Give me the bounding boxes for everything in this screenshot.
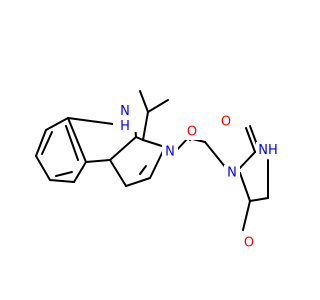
bond-line [55, 171, 73, 177]
bond-line [135, 136, 144, 141]
label-mask [162, 144, 178, 160]
bond-line [139, 90, 149, 113]
bond-layer [35, 90, 269, 231]
atom-n-ring: N [165, 145, 175, 160]
bond-line [125, 177, 151, 187]
label-mask [256, 142, 282, 158]
bond-line [245, 127, 256, 153]
label-mask [184, 124, 200, 140]
bond-line [65, 125, 79, 161]
atom-nh-indole-symbol: N [120, 104, 130, 119]
atom-o-imidazolidine-4: O [244, 236, 254, 251]
bond-line [35, 129, 47, 157]
bond-line [242, 200, 251, 231]
bond-line [249, 197, 269, 202]
bond-line [237, 151, 256, 171]
bond-line [73, 161, 87, 183]
label-mask [241, 235, 257, 251]
atom-nh-indole: N [120, 104, 130, 119]
atom-o-imidazolidine-2: O [221, 115, 231, 130]
bond-line [67, 117, 87, 163]
atom-o-amide: O [187, 125, 197, 140]
bond-line [35, 155, 51, 181]
bond-line [109, 136, 137, 161]
bond-line [139, 165, 147, 175]
molecule-structure: N H N O N O NH O [35, 90, 282, 251]
bond-line [49, 179, 75, 183]
bond-line [204, 141, 227, 169]
atom-nh-indole-hydrogen: H [120, 119, 130, 134]
bond-line [85, 159, 111, 163]
atom-n-imidazolidine-1: N [227, 166, 237, 181]
bond-line [239, 172, 251, 202]
label-mask [224, 165, 240, 181]
atom-nh-imidazolidine-3-hydrogen: H [268, 143, 278, 158]
label-mask [113, 106, 139, 132]
atom-nh-imidazolidine-3-text: N [258, 143, 268, 158]
atom-nh-imidazolidine-3: NH [258, 143, 278, 158]
bond-line [142, 111, 149, 141]
bond-line [142, 139, 166, 148]
bond-line [67, 117, 114, 125]
bond-line [41, 131, 53, 155]
label-mask [218, 114, 234, 130]
atom-label-layer: N H N O N O NH O [113, 104, 282, 251]
bond-line [45, 117, 69, 131]
atom-nh-indole-h: H [120, 119, 130, 134]
bond-line [109, 159, 127, 187]
bond-line [147, 99, 169, 113]
